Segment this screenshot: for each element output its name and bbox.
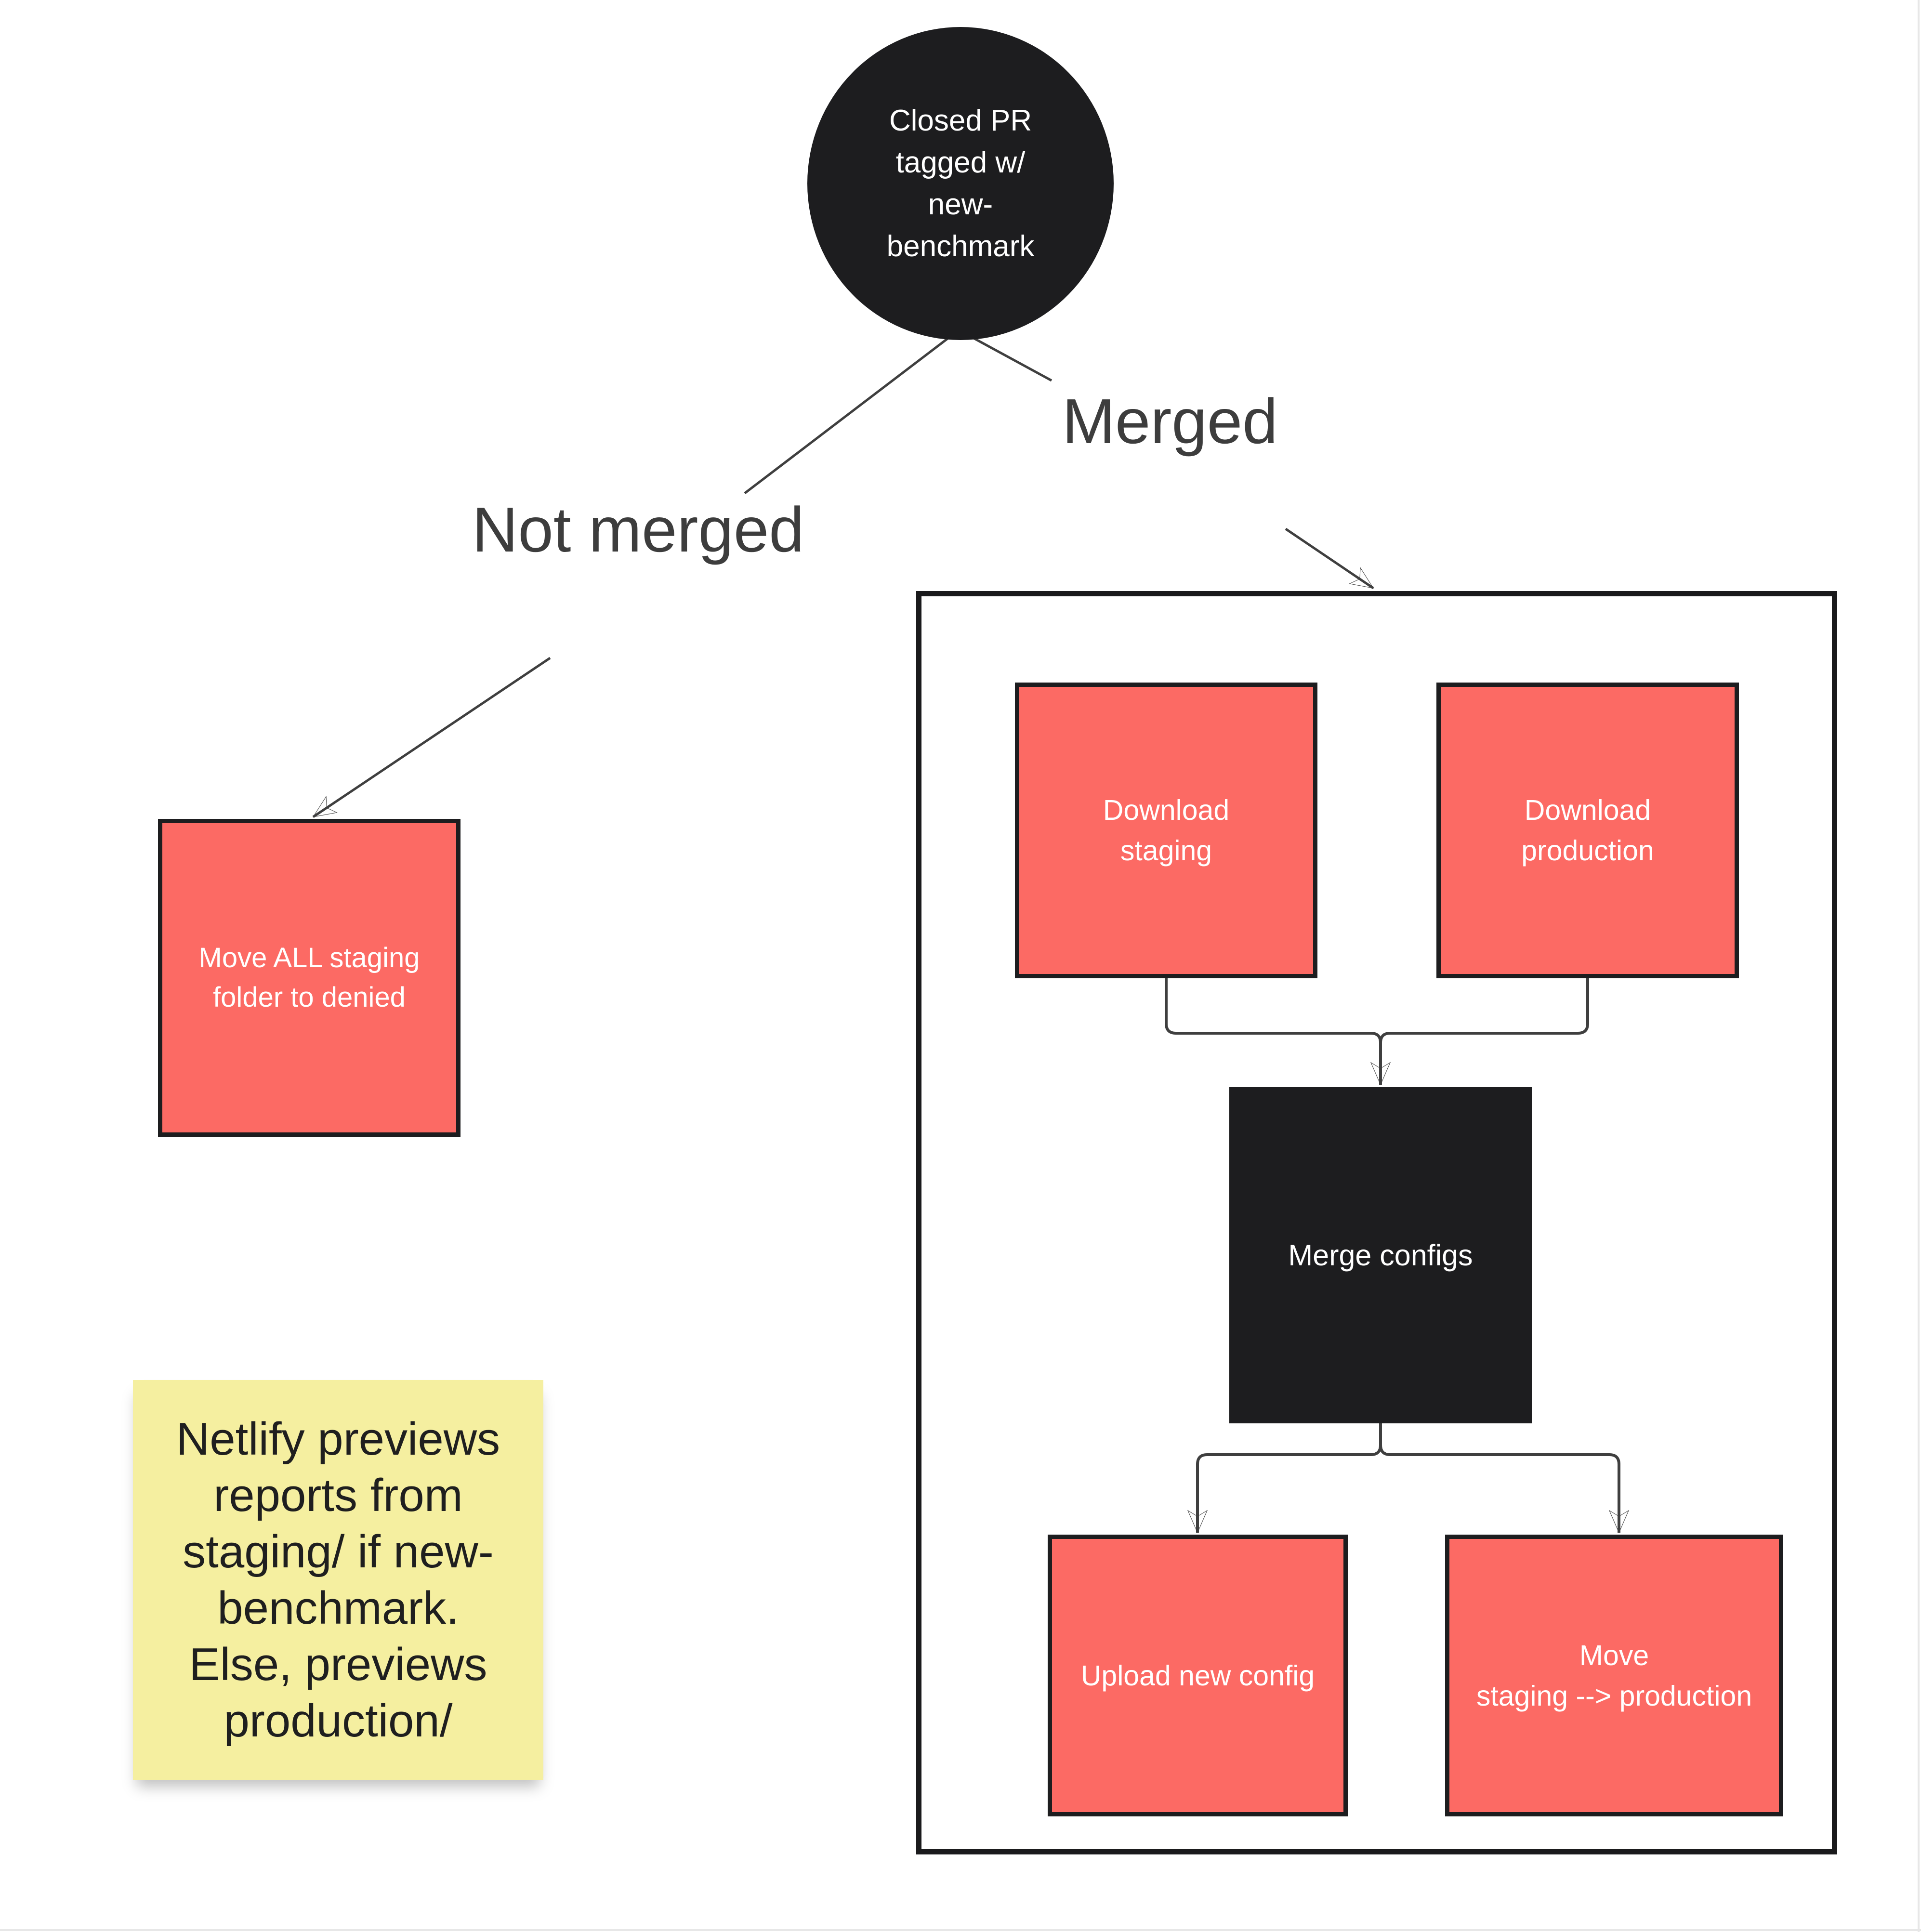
node-move-denied[interactable]: Move ALL staging folder to denied xyxy=(158,819,461,1137)
edge-start-to-merged-upper[interactable] xyxy=(968,334,1053,382)
edge-download-staging-join[interactable] xyxy=(1165,978,1382,1043)
node-download-production[interactable]: Download production xyxy=(1436,683,1739,978)
node-merge-configs[interactable]: Merge configs xyxy=(1229,1087,1532,1423)
sticky-note-text: Netlify previews reports from staging/ i… xyxy=(176,1413,500,1747)
canvas-edge-right xyxy=(1918,0,1920,1932)
node-upload-new-config[interactable]: Upload new config xyxy=(1048,1535,1348,1816)
edge-start-to-not-merged-arrow[interactable] xyxy=(312,657,551,818)
edge-start-to-not-merged-upper[interactable] xyxy=(744,335,952,494)
edge-download-production-join[interactable] xyxy=(1379,978,1589,1043)
sticky-note[interactable]: Netlify previews reports from staging/ i… xyxy=(133,1380,543,1780)
start-node-label: Closed PR tagged w/ new- benchmark xyxy=(886,104,1035,263)
start-node[interactable]: Closed PR tagged w/ new- benchmark xyxy=(807,27,1114,340)
node-download-staging-label: Download staging xyxy=(1103,794,1230,867)
node-move-staging-production-label: Move staging --> production xyxy=(1476,1639,1752,1712)
edge-merged-to-group-arrow[interactable] xyxy=(1285,527,1374,590)
node-download-staging[interactable]: Download staging xyxy=(1015,683,1317,978)
edge-merge-to-move-arrow[interactable] xyxy=(1379,1423,1630,1534)
node-move-staging-production[interactable]: Move staging --> production xyxy=(1445,1535,1783,1816)
canvas-edge-bottom xyxy=(0,1929,1921,1931)
node-download-production-label: Download production xyxy=(1521,794,1654,867)
merged-group-container[interactable] xyxy=(916,591,1837,1854)
node-move-denied-label: Move ALL staging folder to denied xyxy=(198,942,420,1013)
node-upload-new-config-label: Upload new config xyxy=(1080,1659,1315,1692)
branch-label-merged[interactable]: Merged xyxy=(1062,386,1278,457)
branch-label-not-merged[interactable]: Not merged xyxy=(472,494,804,565)
node-merge-configs-label: Merge configs xyxy=(1288,1239,1473,1272)
